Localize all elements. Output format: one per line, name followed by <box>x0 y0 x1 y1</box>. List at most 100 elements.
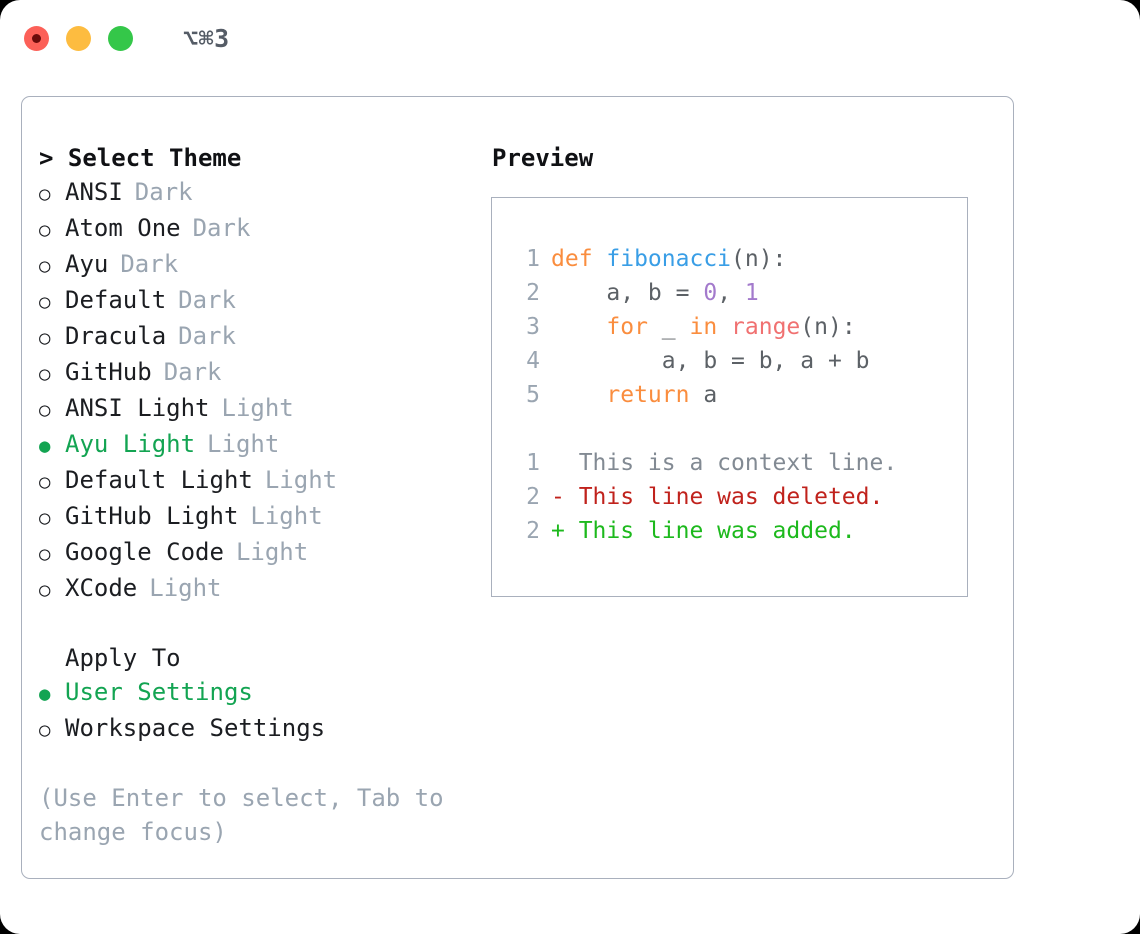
token <box>717 314 731 340</box>
token: (n): <box>800 314 856 340</box>
diff-line: 1 This is a context line. <box>510 446 967 480</box>
list-spacer <box>39 607 491 641</box>
token: range <box>731 314 801 340</box>
radio-selected-icon: ● <box>39 683 51 705</box>
theme-option-8[interactable]: ○ Default Light Light <box>39 463 491 499</box>
token: 0 <box>703 280 718 306</box>
line-number: 2 <box>526 518 540 544</box>
line-content: This is a context line. <box>551 446 898 480</box>
radio-unselected-icon: ○ <box>39 543 51 565</box>
token <box>551 314 606 340</box>
diff-line: 2 + This line was added. <box>510 514 967 548</box>
theme-option-9[interactable]: ○ GitHub Light Light <box>39 499 491 535</box>
option-variant-tag: Dark <box>178 286 236 314</box>
code-line: 5 return a <box>510 378 967 412</box>
code-diff-spacer <box>510 412 967 446</box>
theme-option-5[interactable]: ○ GitHub Dark <box>39 355 491 391</box>
code-line: 3 for _ in range(n): <box>510 310 967 344</box>
apply-to-option-list: ● User Settings ○ Workspace Settings <box>39 675 491 747</box>
minimize-window-button[interactable] <box>66 25 91 51</box>
option-label: ANSI <box>65 178 123 206</box>
radio-selected-icon: ● <box>39 435 51 457</box>
token: def <box>551 246 607 272</box>
option-variant-tag: Dark <box>120 250 179 278</box>
line-content: - This line was deleted. <box>551 480 883 514</box>
apply-to-option-1[interactable]: ○ Workspace Settings <box>39 711 491 747</box>
option-label: ANSI Light <box>65 394 210 422</box>
preview-header: Preview <box>492 144 594 172</box>
radio-unselected-icon: ○ <box>39 219 51 241</box>
code-line: 2 a, b = 0, 1 <box>510 276 967 310</box>
maximize-window-button[interactable] <box>108 25 133 51</box>
option-variant-tag: Dark <box>163 358 222 386</box>
option-variant-tag: Light <box>235 538 309 566</box>
line-number: 2 <box>526 280 540 306</box>
diff-line: 2- This line was deleted. <box>510 480 967 514</box>
radio-unselected-icon: ○ <box>39 363 51 385</box>
option-variant-tag: Light <box>250 502 323 530</box>
token: (n): <box>731 246 787 272</box>
line-number: 1 <box>526 246 540 272</box>
line-content: a, b = b, a + b <box>551 344 870 378</box>
radio-unselected-icon: ○ <box>39 719 51 741</box>
token: - This line was deleted. <box>551 484 884 510</box>
option-label: GitHub <box>65 358 152 386</box>
radio-unselected-icon: ○ <box>39 579 51 601</box>
line-content: + This line was added. <box>551 514 856 548</box>
option-label: Ayu Light <box>65 430 196 458</box>
token: fibonacci <box>606 246 732 272</box>
close-window-button[interactable] <box>24 25 49 51</box>
token <box>551 382 606 408</box>
token: + This line was added. <box>551 518 856 544</box>
option-label: Default Light <box>65 466 253 494</box>
radio-unselected-icon: ○ <box>39 255 51 277</box>
code-line: 1 def fibonacci(n): <box>510 242 967 276</box>
line-number: 3 <box>526 314 540 340</box>
apply-to-header: Apply To <box>65 644 181 672</box>
option-label: XCode <box>65 574 138 602</box>
token: a, b = <box>551 280 704 306</box>
line-number: 1 <box>526 450 540 476</box>
option-variant-tag: Light <box>221 394 294 422</box>
title-bar: ⌥⌘3 <box>0 0 1140 76</box>
traffic-light-group <box>24 25 133 51</box>
option-variant-tag: Light <box>264 466 338 494</box>
theme-option-7[interactable]: ● Ayu Light Light <box>39 427 491 463</box>
diff-sample: 1 This is a context line.2- This line wa… <box>510 446 967 548</box>
option-label: Workspace Settings <box>65 714 326 742</box>
keyboard-hint-text: (Use Enter to select, Tab to change focu… <box>39 784 444 846</box>
option-variant-tag: Dark <box>134 178 193 206</box>
token: in <box>689 314 718 340</box>
theme-option-10[interactable]: ○ Google Code Light <box>39 535 491 571</box>
token: , <box>717 280 745 306</box>
option-label: GitHub Light <box>65 502 239 530</box>
option-label: Google Code <box>65 538 224 566</box>
option-variant-tag: Light <box>149 574 222 602</box>
token: This is a context line. <box>551 450 898 476</box>
token: return <box>606 382 690 408</box>
token: for <box>606 314 648 340</box>
apply-to-option-0[interactable]: ● User Settings <box>39 675 491 711</box>
option-label: User Settings <box>65 678 253 706</box>
radio-unselected-icon: ○ <box>39 471 51 493</box>
option-variant-tag: Light <box>207 430 280 458</box>
radio-unselected-icon: ○ <box>39 327 51 349</box>
option-variant-tag: Dark <box>192 214 251 242</box>
theme-option-11[interactable]: ○ XCode Light <box>39 571 491 607</box>
radio-unselected-icon: ○ <box>39 507 51 529</box>
line-number: 4 <box>526 348 540 374</box>
window-shortcut-label: ⌥⌘3 <box>183 23 230 53</box>
select-theme-header: > Select Theme <box>39 144 242 172</box>
